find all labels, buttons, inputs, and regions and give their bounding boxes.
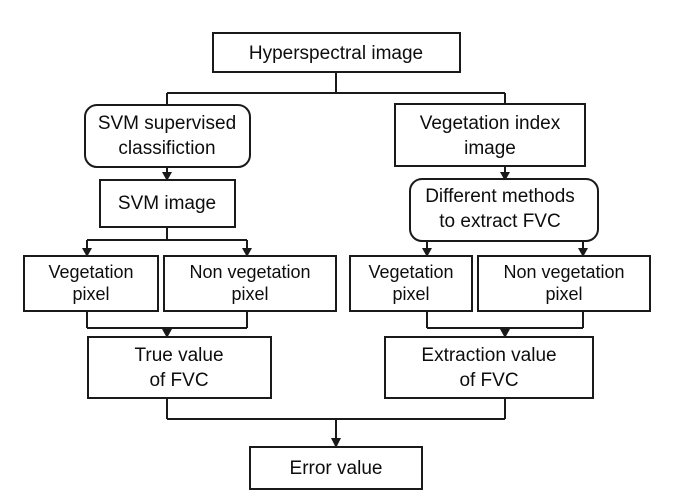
node-error-value-label: Error value — [290, 458, 383, 479]
node-extraction-value-of-fvc-line2: of FVC — [459, 370, 518, 391]
node-svm-supervised-classification-line2: classifiction — [118, 138, 215, 159]
edge-right-pixels-to-extraction-value — [426, 311, 584, 338]
node-left-vegetation-pixel-line1: Vegetation — [48, 262, 133, 282]
node-extraction-value-of-fvc-line1: Extraction value — [421, 345, 556, 366]
node-vegetation-index-image[interactable]: Vegetation index image — [394, 103, 586, 167]
node-svm-image-label: SVM image — [118, 193, 216, 214]
node-left-vegetation-pixel[interactable]: Vegetation pixel — [23, 255, 159, 312]
node-left-non-vegetation-pixel-line2: pixel — [231, 284, 268, 304]
node-svm-image[interactable]: SVM image — [99, 179, 236, 228]
edge-left-pixels-to-true-value — [86, 311, 248, 338]
edge-svm-classification-to-svm-image — [162, 166, 172, 181]
node-error-value[interactable]: Error value — [249, 446, 423, 490]
node-hyperspectral-image-label: Hyperspectral image — [249, 43, 423, 64]
node-svm-supervised-classification[interactable]: SVM supervised classifiction — [84, 104, 251, 168]
node-right-non-vegetation-pixel-line2: pixel — [545, 284, 582, 304]
node-left-vegetation-pixel-line2: pixel — [72, 284, 109, 304]
node-true-value-of-fvc-line1: True value — [134, 345, 223, 366]
node-right-vegetation-pixel-line1: Vegetation — [368, 262, 453, 282]
edge-svm-image-to-pixels — [82, 227, 252, 257]
node-left-non-vegetation-pixel[interactable]: Non vegetation pixel — [163, 255, 337, 312]
node-extraction-value-of-fvc[interactable]: Extraction value of FVC — [384, 336, 594, 399]
node-different-methods-to-extract-fvc[interactable]: Different methods to extract FVC — [409, 178, 599, 242]
node-right-non-vegetation-pixel[interactable]: Non vegetation pixel — [477, 255, 651, 312]
node-true-value-of-fvc-line2: of FVC — [149, 370, 208, 391]
node-true-value-of-fvc[interactable]: True value of FVC — [87, 336, 272, 399]
node-right-non-vegetation-pixel-line1: Non vegetation — [503, 262, 624, 282]
node-left-non-vegetation-pixel-line1: Non vegetation — [189, 262, 310, 282]
node-different-methods-line2: to extract FVC — [439, 211, 560, 232]
node-different-methods-line1: Different methods — [425, 186, 575, 207]
node-hyperspectral-image[interactable]: Hyperspectral image — [212, 32, 461, 73]
node-svm-supervised-classification-line1: SVM supervised — [98, 113, 236, 134]
edge-values-to-error-value — [166, 398, 506, 448]
node-vegetation-index-image-line1: Vegetation index — [420, 113, 561, 134]
node-right-vegetation-pixel-line2: pixel — [392, 284, 429, 304]
edge-vegetation-index-to-different-methods — [500, 166, 510, 181]
node-right-vegetation-pixel[interactable]: Vegetation pixel — [349, 255, 473, 312]
node-vegetation-index-image-line2: image — [464, 138, 516, 159]
